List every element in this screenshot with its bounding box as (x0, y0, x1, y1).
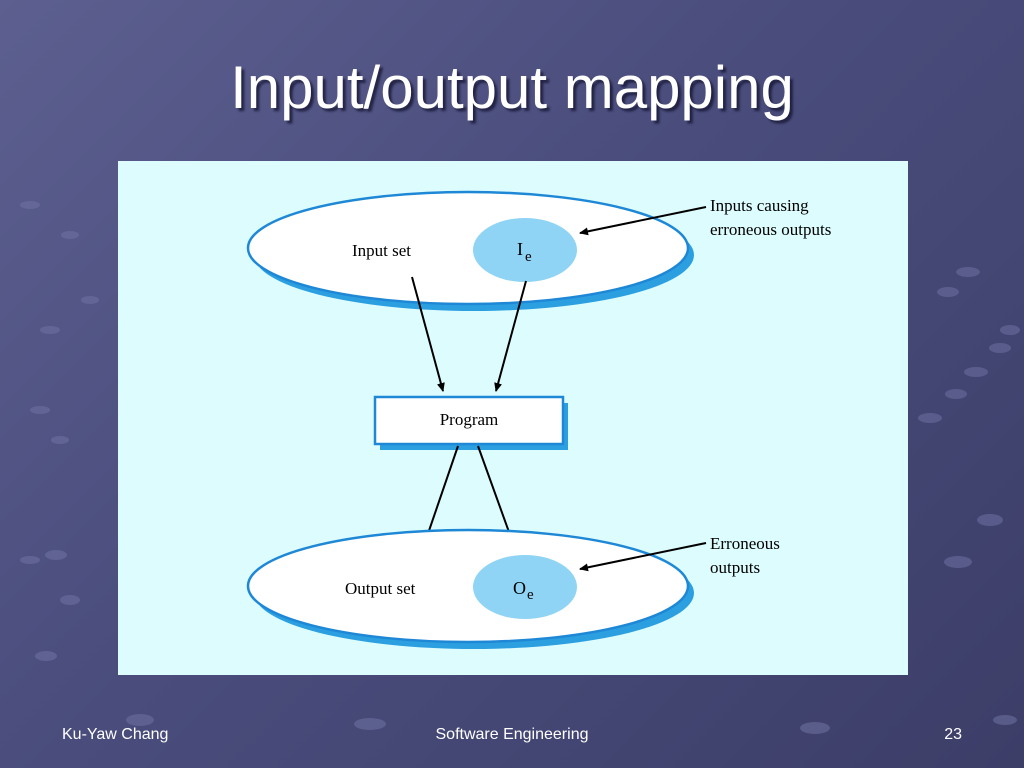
outputs-note-line2: outputs (710, 558, 760, 577)
input-error-symbol: I (517, 239, 523, 259)
program-label: Program (440, 410, 499, 429)
output-error-symbol: O (513, 578, 526, 598)
output-set-ellipse (246, 528, 694, 649)
outputs-note-arrow (579, 542, 707, 572)
io-mapping-diagram: Input set I e Inputs causing erroneous o… (246, 190, 831, 649)
erroneous-outputs-circle (473, 555, 577, 619)
outputs-note-line1: Erroneous (710, 534, 780, 553)
inputs-note-line1: Inputs causing (710, 196, 809, 215)
inputs-note-arrow (579, 206, 707, 236)
input-set-ellipse (246, 190, 694, 311)
input-error-subscript: e (525, 249, 532, 265)
output-error-subscript: e (527, 587, 534, 603)
inputs-note-line2: erroneous outputs (710, 220, 831, 239)
program-box (373, 395, 568, 450)
input-to-program-arrow (411, 276, 445, 392)
diagram-panel: Input set I e Inputs causing erroneous o… (118, 161, 908, 675)
page-number: 23 (944, 726, 962, 743)
output-set-label: Output set (345, 579, 416, 598)
input-set-label: Input set (352, 241, 411, 260)
error-input-to-program-arrow (494, 280, 527, 392)
erroneous-inputs-circle (473, 218, 577, 282)
footer-author: Ku-Yaw Chang (62, 726, 169, 743)
slide-title: Input/output mapping (230, 54, 794, 121)
footer-course: Software Engineering (435, 726, 589, 743)
